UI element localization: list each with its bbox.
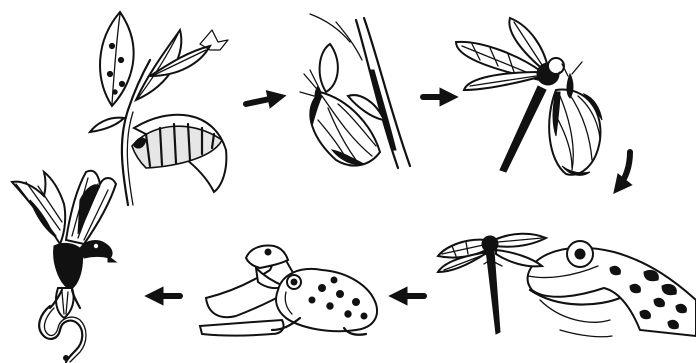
arrow-3: [618, 152, 630, 188]
dragonfly-eating-butterfly-icon: [456, 18, 602, 175]
hawk-carrying-snake-icon: [12, 171, 116, 362]
emerging-butterfly-icon: [300, 14, 410, 168]
frog-eating-dragonfly-icon: [438, 234, 696, 337]
snake-eating-frog-icon: [200, 246, 377, 336]
caterpillar-on-milkweed-icon: [90, 12, 228, 205]
arrow-1: [246, 97, 279, 104]
